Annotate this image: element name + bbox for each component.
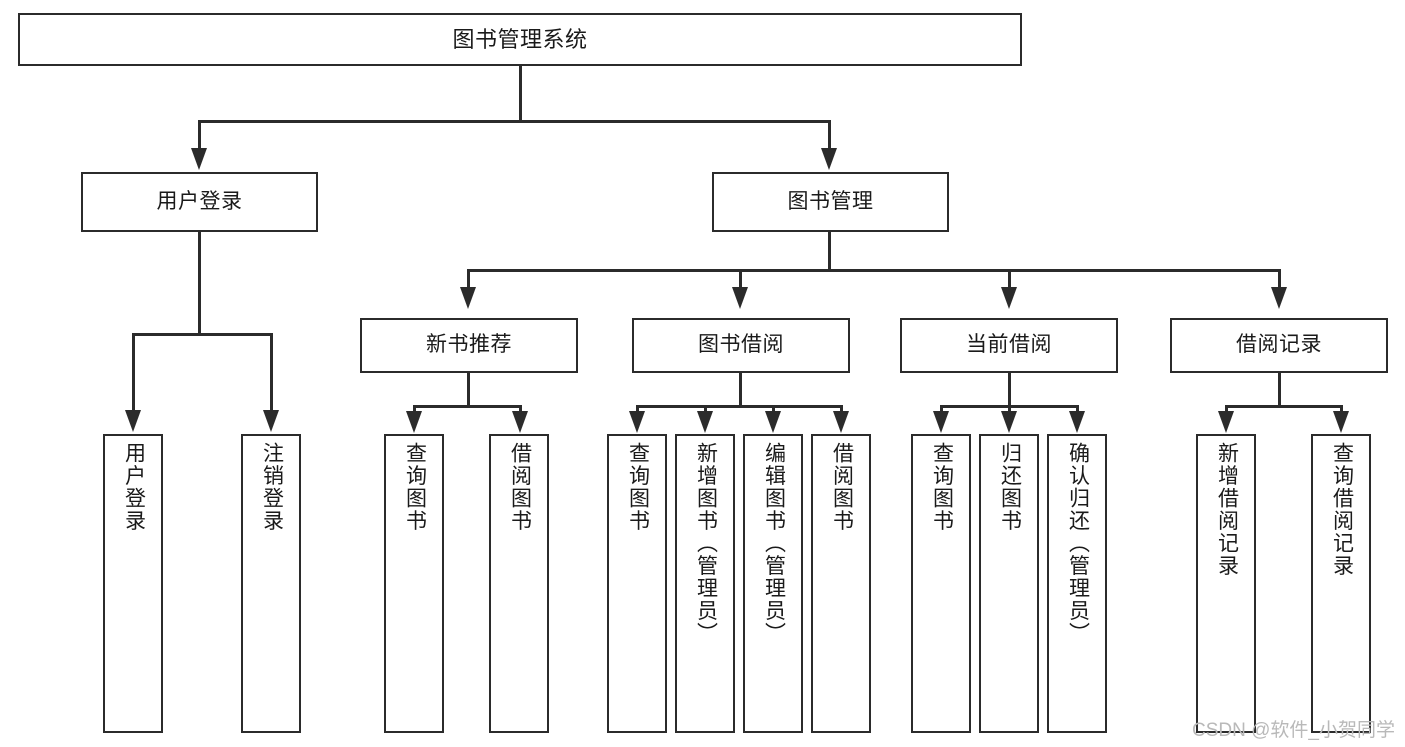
connector-book-borrow-bar [637,405,842,408]
arrowhead-bm-to-borrow-record [1271,287,1287,309]
leaf-borrow-book[interactable]: 借阅图书 [811,434,871,733]
arrowhead-user-login-to-leaf-1 [125,410,141,432]
leaf-edit-book-admin[interactable]: 编辑图书（管理员） [743,434,803,733]
connector-book-management-bar [468,269,1280,272]
connector-bm-to-current-borrow [1008,269,1011,289]
arrowhead-bm-to-current-borrow [1001,287,1017,309]
connector-new-book-bar [414,405,521,408]
connector-bb-to-leaf-1 [636,405,639,413]
arrowhead-user-login-to-leaf-2 [263,410,279,432]
arrowhead-br-to-leaf-2 [1333,411,1349,433]
arrowhead-cb-to-leaf-2 [1001,411,1017,433]
arrowhead-new-book-to-leaf-2 [512,411,528,433]
leaf-label: 查询图书 [626,442,650,532]
connector-new-book-to-leaf-1 [413,405,416,413]
connector-bm-to-borrow-record [1278,269,1281,289]
arrowhead-bm-to-book-borrow [732,287,748,309]
node-book-management[interactable]: 图书管理 [712,172,949,232]
leaf-return-book[interactable]: 归还图书 [979,434,1039,733]
connector-root-bar [199,120,831,123]
arrowhead-bb-to-leaf-2 [697,411,713,433]
leaf-label: 借阅图书 [508,442,532,532]
connector-br-to-leaf-2 [1340,405,1343,413]
node-label: 图书管理 [787,189,874,213]
connector-borrow-record-bar [1226,405,1342,408]
connector-new-book-to-leaf-2 [519,405,522,413]
connector-br-to-leaf-1 [1225,405,1228,413]
node-new-book-recommend[interactable]: 新书推荐 [360,318,578,373]
leaf-label: 查询图书 [403,442,427,532]
leaf-label: 新增借阅记录 [1215,442,1239,577]
node-current-borrow[interactable]: 当前借阅 [900,318,1118,373]
connector-root-stem [519,66,522,122]
connector-user-login-stem [198,232,201,335]
node-label: 图书借阅 [698,333,784,357]
leaf-label: 编辑图书（管理员） [762,442,786,645]
connector-bb-to-leaf-4 [840,405,843,413]
leaf-label: 查询图书 [930,442,954,532]
arrowhead-cb-to-leaf-1 [933,411,949,433]
arrowhead-root-to-user-login [191,148,207,170]
leaf-user-login[interactable]: 用户登录 [103,434,163,733]
connector-book-management-stem [828,232,831,271]
arrowhead-bm-to-new-book [460,287,476,309]
connector-borrow-record-stem [1278,373,1281,407]
connector-current-borrow-stem [1008,373,1011,407]
arrowhead-root-to-book-management [821,148,837,170]
connector-root-to-user-login [198,120,201,150]
leaf-add-book-admin[interactable]: 新增图书（管理员） [675,434,735,733]
connector-user-login-to-leaf-2 [270,333,273,412]
leaf-label: 用户登录 [122,442,146,532]
node-book-borrow[interactable]: 图书借阅 [632,318,850,373]
leaf-label: 查询借阅记录 [1330,442,1354,577]
leaf-label: 归还图书 [998,442,1022,532]
arrowhead-cb-to-leaf-3 [1069,411,1085,433]
leaf-borrow-book-recommend[interactable]: 借阅图书 [489,434,549,733]
node-label: 新书推荐 [426,333,512,357]
leaf-label: 确认归还（管理员） [1066,442,1090,645]
arrowhead-br-to-leaf-1 [1218,411,1234,433]
connector-cb-to-leaf-1 [940,405,943,413]
leaf-query-book-current[interactable]: 查询图书 [911,434,971,733]
leaf-logout[interactable]: 注销登录 [241,434,301,733]
leaf-query-book-recommend[interactable]: 查询图书 [384,434,444,733]
arrowhead-bb-to-leaf-4 [833,411,849,433]
connector-user-login-to-leaf-1 [132,333,135,412]
connector-bm-to-book-borrow [739,269,742,289]
leaf-query-borrow-record[interactable]: 查询借阅记录 [1311,434,1371,733]
connector-root-to-book-management [828,120,831,150]
node-user-login[interactable]: 用户登录 [81,172,318,232]
arrowhead-new-book-to-leaf-1 [406,411,422,433]
connector-bm-to-new-book [467,269,470,289]
node-label: 当前借阅 [966,333,1052,357]
connector-new-book-stem [467,373,470,407]
leaf-confirm-return-admin[interactable]: 确认归还（管理员） [1047,434,1107,733]
arrowhead-bb-to-leaf-1 [629,411,645,433]
connector-bb-to-leaf-3 [772,405,775,413]
leaf-label: 注销登录 [260,442,284,532]
connector-user-login-bar [133,333,272,336]
connector-cb-to-leaf-2 [1008,405,1011,413]
leaf-add-borrow-record[interactable]: 新增借阅记录 [1196,434,1256,733]
leaf-query-book-borrow[interactable]: 查询图书 [607,434,667,733]
connector-bb-to-leaf-2 [704,405,707,413]
node-borrow-record[interactable]: 借阅记录 [1170,318,1388,373]
connector-book-borrow-stem [739,373,742,407]
node-root-book-management-system[interactable]: 图书管理系统 [18,13,1022,66]
leaf-label: 新增图书（管理员） [694,442,718,645]
connector-cb-to-leaf-3 [1076,405,1079,413]
node-label: 用户登录 [156,189,243,213]
node-label: 图书管理系统 [452,26,588,52]
node-label: 借阅记录 [1236,333,1322,357]
arrowhead-bb-to-leaf-3 [765,411,781,433]
leaf-label: 借阅图书 [830,442,854,532]
